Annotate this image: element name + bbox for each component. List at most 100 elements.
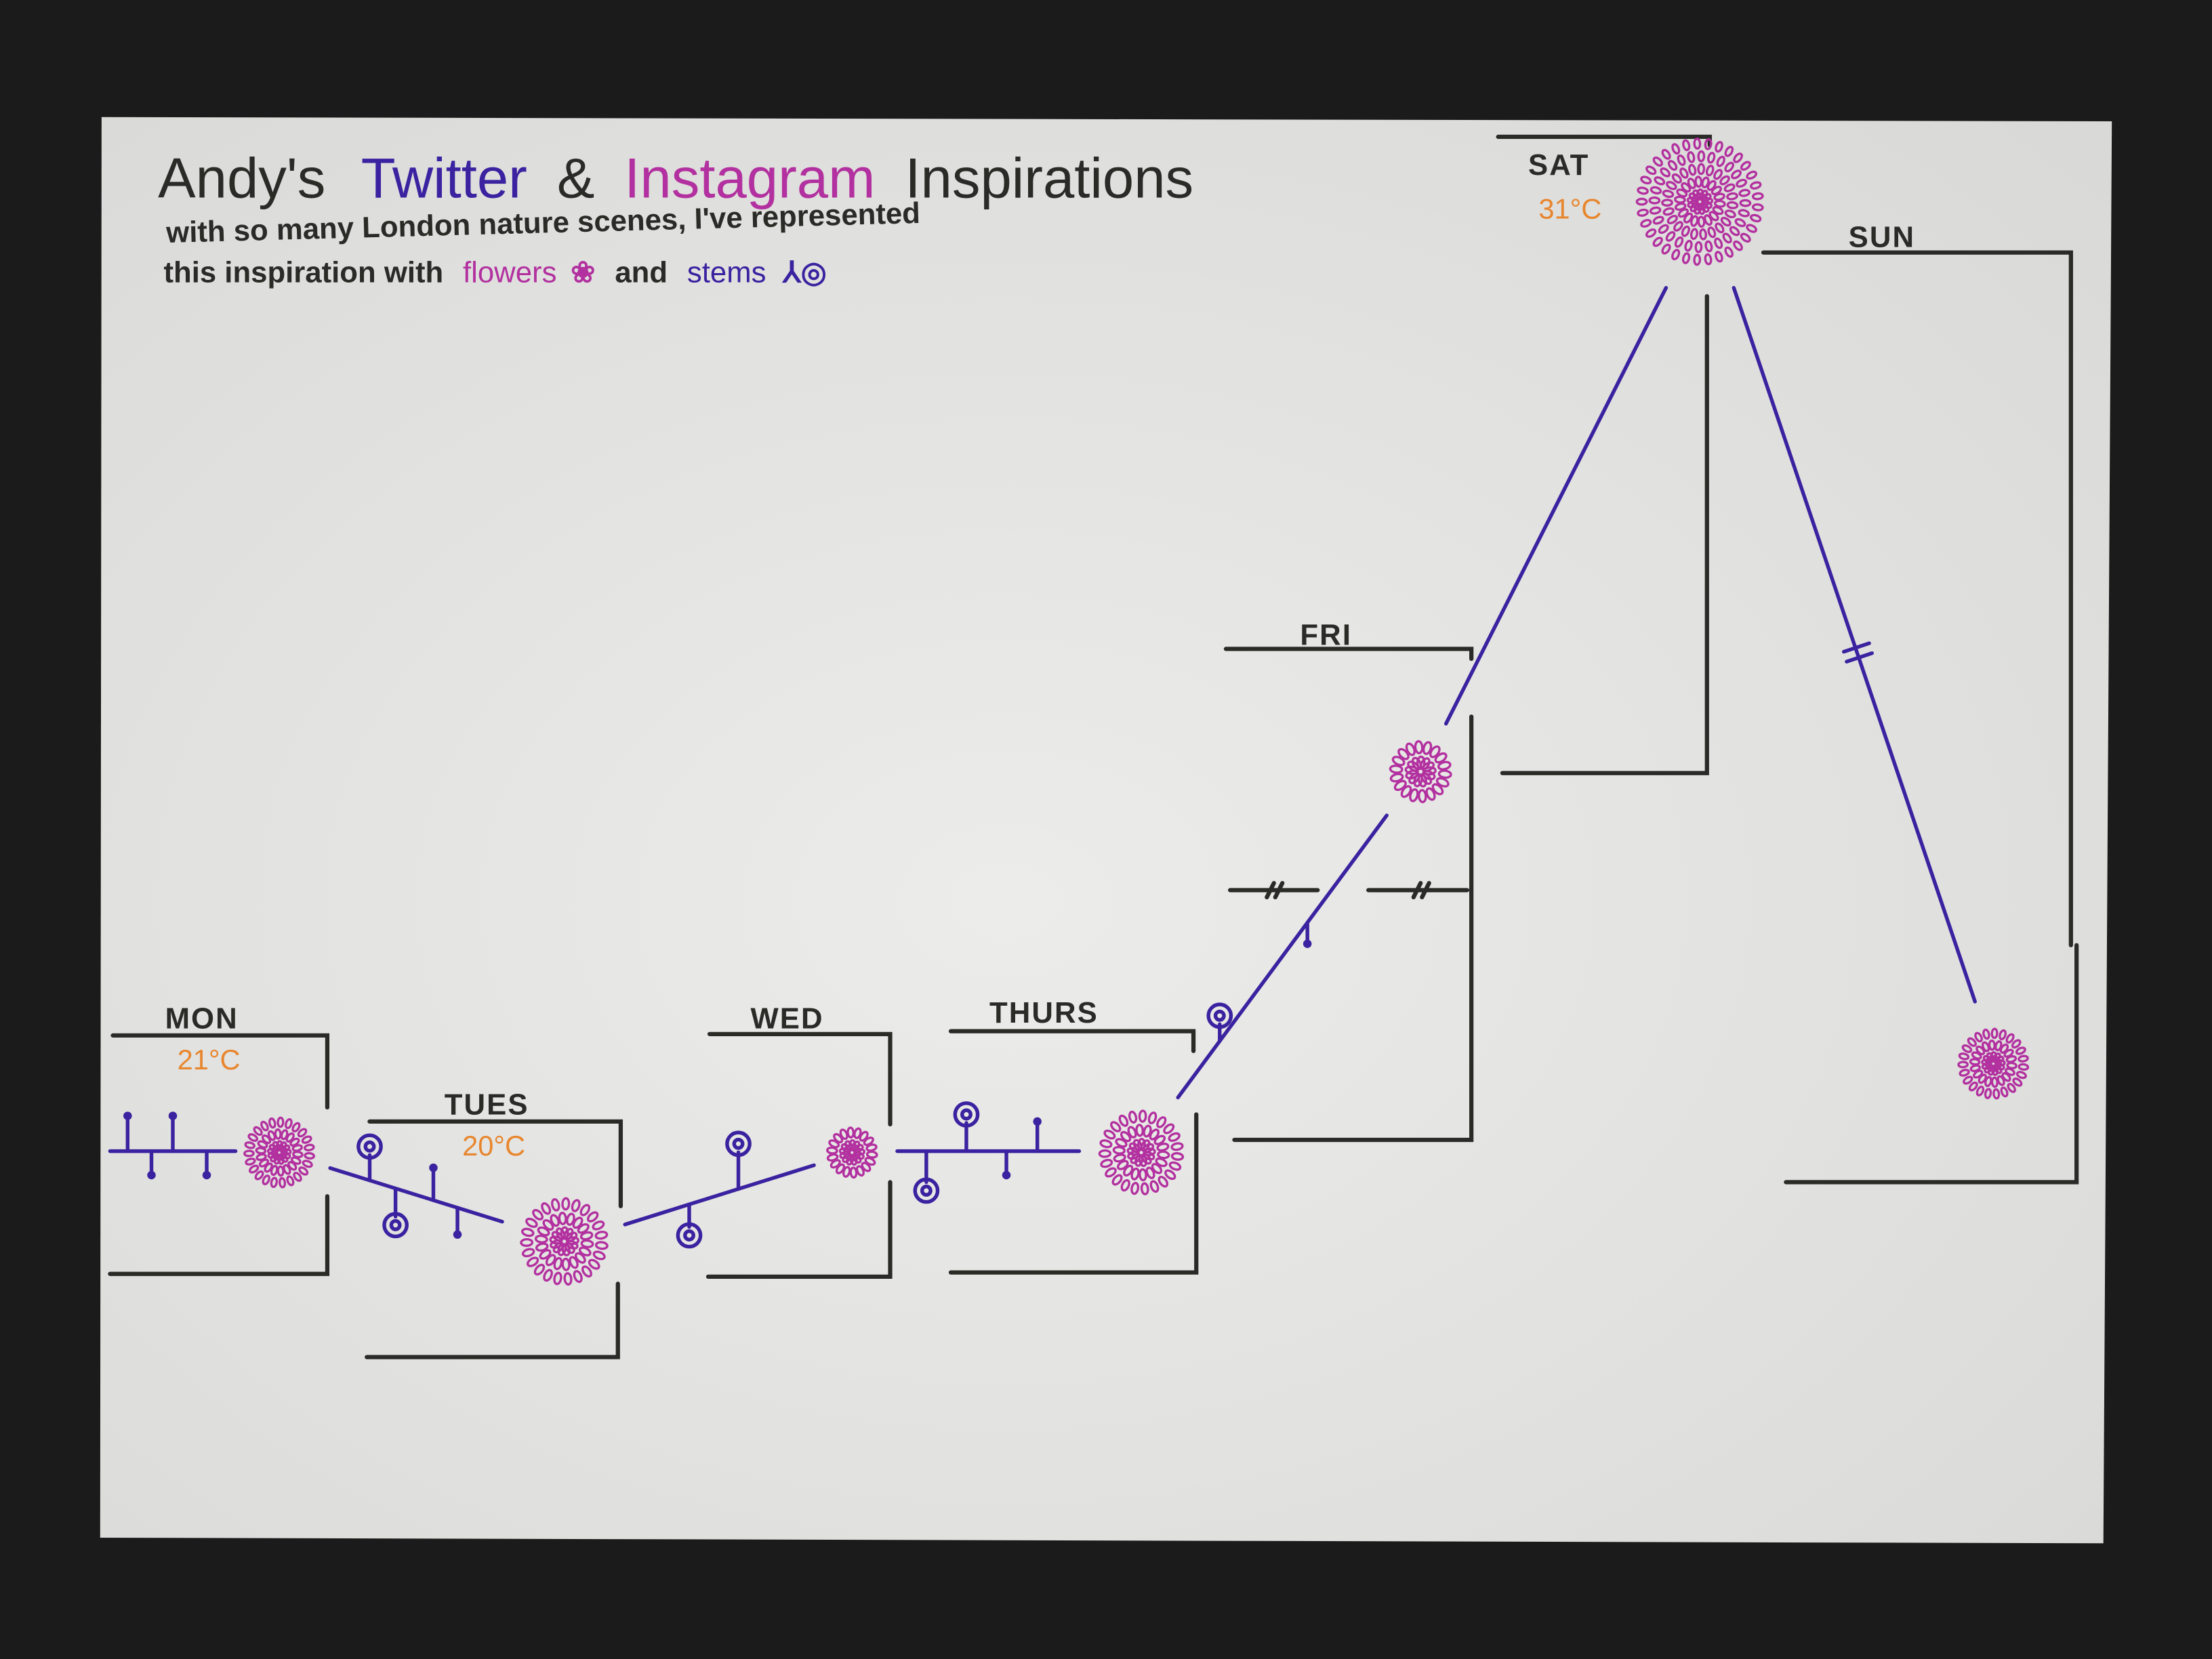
petal — [1749, 213, 1762, 223]
petal — [2001, 1072, 2011, 1082]
petal — [1681, 225, 1690, 237]
petal — [1648, 196, 1661, 205]
petal — [1996, 1075, 2005, 1086]
petal — [302, 1160, 313, 1168]
petal — [1640, 176, 1652, 185]
petal — [1120, 1130, 1132, 1143]
petal — [1139, 1168, 1147, 1182]
petal — [594, 1231, 609, 1240]
spiral-bud-icon — [382, 1212, 409, 1239]
title-inspirations: Inspirations — [905, 146, 1193, 209]
petal — [1712, 205, 1724, 216]
petal — [1098, 1149, 1112, 1158]
petal — [1130, 1167, 1140, 1181]
flower-sun-icon — [1957, 1027, 2030, 1100]
title-ampersand: & — [557, 146, 595, 209]
petal — [1149, 1128, 1160, 1141]
petal — [1701, 197, 1714, 205]
petal — [1110, 1121, 1122, 1132]
petal — [1714, 237, 1723, 249]
petal — [543, 1269, 553, 1282]
petal — [1738, 209, 1750, 218]
petal — [1435, 777, 1450, 788]
petal — [525, 1217, 538, 1228]
petal — [268, 1117, 276, 1129]
petal — [1750, 181, 1762, 190]
petal — [1729, 226, 1740, 237]
petal — [1731, 169, 1742, 180]
petal — [1704, 253, 1713, 266]
title-twitter: Twitter — [361, 146, 527, 209]
petal — [1168, 1132, 1181, 1142]
petal — [1649, 206, 1662, 215]
petal — [833, 1132, 844, 1144]
petal — [1679, 167, 1689, 179]
petal — [270, 1164, 279, 1176]
petal — [1682, 139, 1691, 152]
petal — [1155, 1157, 1168, 1168]
petal — [1671, 173, 1682, 184]
petal — [2003, 1048, 2014, 1058]
petal — [1690, 215, 1699, 227]
petal — [1158, 1175, 1169, 1188]
petal — [1389, 773, 1404, 783]
bracket-sat — [1496, 134, 1713, 775]
petal — [243, 1149, 255, 1158]
petal — [297, 1128, 308, 1138]
petal — [826, 1153, 839, 1162]
petal — [1971, 1051, 1982, 1060]
petal — [254, 1170, 264, 1181]
petal — [1723, 183, 1736, 192]
legend-stem-icon: ⅄◎ — [781, 255, 827, 289]
petal — [1661, 148, 1671, 160]
petal — [262, 1174, 270, 1185]
petal — [541, 1202, 552, 1215]
petal — [588, 1258, 600, 1270]
petal — [842, 1166, 851, 1178]
petal — [1099, 1139, 1113, 1149]
petal — [855, 1165, 865, 1177]
petal — [1151, 1163, 1163, 1174]
petal — [304, 1151, 315, 1160]
petal — [1684, 239, 1693, 252]
petal — [1640, 219, 1652, 228]
legend-flowers-label: flowers — [463, 255, 556, 289]
petal — [293, 1171, 302, 1182]
petal — [1671, 143, 1681, 155]
petal — [563, 1272, 573, 1286]
petal — [1681, 252, 1691, 264]
petal — [1661, 199, 1673, 207]
petal — [1393, 779, 1407, 792]
petal — [2011, 1039, 2022, 1049]
petal — [1677, 208, 1689, 218]
spiral-bud-center — [389, 1218, 402, 1231]
petal — [1959, 1069, 1970, 1077]
petal — [1170, 1152, 1185, 1161]
petal — [1429, 745, 1441, 758]
petal — [861, 1162, 872, 1172]
petal — [1697, 150, 1706, 163]
petal — [1658, 224, 1669, 234]
petal — [1708, 211, 1719, 222]
bud-icon — [453, 1230, 462, 1239]
bracket-sun — [1761, 250, 2079, 1185]
petal — [534, 1234, 548, 1244]
petal — [846, 1126, 855, 1139]
petal — [830, 1159, 841, 1169]
petal — [280, 1148, 292, 1156]
petal — [1984, 1076, 1992, 1088]
petal — [255, 1147, 267, 1155]
spiral-bud-center — [732, 1137, 745, 1150]
petal — [1713, 169, 1723, 180]
petal — [1990, 1027, 1999, 1040]
day-label-mon: MON — [165, 1002, 239, 1036]
petal — [1720, 216, 1732, 227]
petal — [1694, 241, 1703, 253]
stem-sun — [1732, 285, 1977, 1004]
spiral-bud-icon — [725, 1130, 752, 1158]
petal — [276, 1165, 285, 1177]
petal — [278, 1176, 287, 1189]
petal — [1100, 1158, 1113, 1168]
petal — [573, 1269, 583, 1284]
petal — [1140, 1182, 1149, 1195]
